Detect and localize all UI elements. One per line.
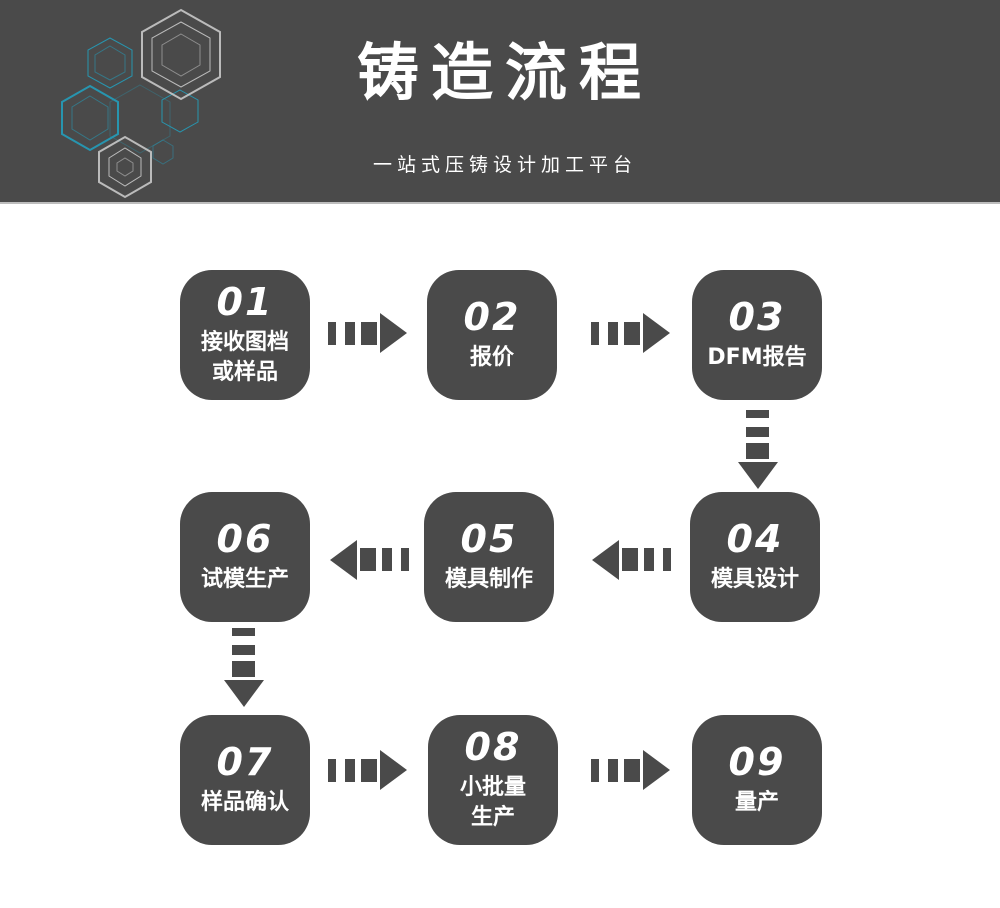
step-label: 或样品 — [211, 360, 278, 385]
step-label: 生产 — [470, 805, 515, 830]
step-box-04: 04 模具设计 — [690, 492, 820, 622]
step-box-09: 09 量产 — [692, 715, 822, 845]
arrow-down-icon — [224, 628, 264, 708]
step-box-01: 01 接收图档或样品 — [180, 270, 310, 400]
page-subtitle: 一站式压铸设计加工平台 — [372, 154, 637, 176]
step-label: DFM报告 — [707, 345, 807, 370]
arrow-right-icon — [591, 313, 671, 353]
step-box-02: 02 报价 — [427, 270, 557, 400]
page-title: 铸造流程 — [356, 36, 653, 109]
step-number: 07 — [216, 740, 274, 784]
step-label: 报价 — [469, 345, 514, 370]
arrow-left-icon — [591, 540, 671, 580]
step-label: 模具设计 — [710, 567, 799, 592]
step-label: 模具制作 — [444, 567, 533, 592]
step-number: 05 — [460, 517, 518, 561]
arrow-right-icon — [328, 750, 408, 790]
arrow-down-icon — [738, 410, 778, 490]
step-label: 样品确认 — [200, 790, 289, 815]
step-number: 01 — [216, 280, 274, 324]
arrow-right-icon — [591, 750, 671, 790]
step-box-08: 08 小批量生产 — [428, 715, 558, 845]
step-number: 02 — [463, 295, 521, 339]
step-number: 04 — [726, 517, 784, 561]
step-number: 06 — [216, 517, 274, 561]
step-label: 试模生产 — [200, 567, 289, 592]
step-box-07: 07 样品确认 — [180, 715, 310, 845]
step-label: 量产 — [734, 790, 779, 815]
step-number: 09 — [728, 740, 786, 784]
step-box-05: 05 模具制作 — [424, 492, 554, 622]
header-banner: 铸造流程 一站式压铸设计加工平台 — [0, 0, 1000, 204]
arrow-right-icon — [328, 313, 408, 353]
hexagon-decoration-icon — [61, 8, 221, 199]
step-label: 接收图档 — [200, 330, 289, 355]
step-box-06: 06 试模生产 — [180, 492, 310, 622]
step-label: 小批量 — [459, 775, 526, 800]
step-number: 03 — [728, 295, 786, 339]
arrow-left-icon — [329, 540, 409, 580]
step-number: 08 — [464, 725, 522, 769]
